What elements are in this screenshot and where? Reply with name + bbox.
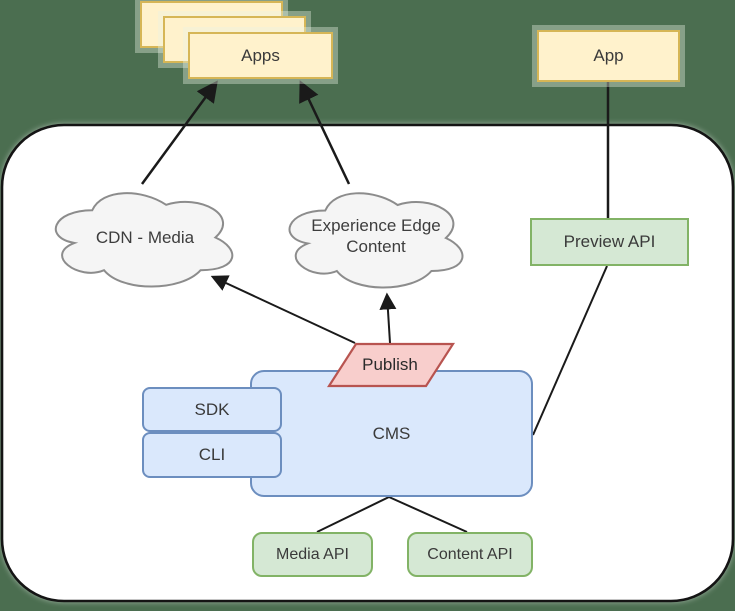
connector-edge-to-apps [299, 80, 351, 185]
media-api-label: Media API [276, 545, 349, 563]
sdk-node[interactable]: SDK [142, 387, 282, 432]
publish-shape-layer [326, 342, 456, 388]
cdn-cloud-label: CDN - Media [95, 228, 195, 248]
apps-node[interactable]: Apps [188, 32, 333, 79]
content-api-node[interactable]: Content API [407, 532, 533, 577]
app-node[interactable]: App [537, 30, 680, 82]
edge-cloud-label: Experience Edge Content [311, 215, 441, 256]
content-api-label: Content API [427, 545, 513, 563]
cms-node[interactable]: CMS [250, 370, 533, 497]
cdn-media-cloud[interactable] [56, 193, 233, 286]
cms-label: CMS [372, 423, 411, 443]
experience-edge-cloud[interactable] [290, 193, 463, 287]
connector-cms-to-preview [532, 265, 608, 436]
apps-label: Apps [241, 45, 280, 65]
connector-publish-to-edge [379, 292, 397, 344]
connector-cms-to-media-api [316, 496, 390, 533]
preview-api-label: Preview API [563, 232, 656, 251]
media-api-node[interactable]: Media API [252, 532, 373, 577]
connector-publish-to-cdn [210, 275, 356, 344]
connector-cms-to-content-api [388, 496, 468, 533]
connector-cdn-to-apps [140, 80, 218, 185]
sdk-label: SDK [194, 399, 230, 419]
publish-label: Publish [362, 355, 418, 374]
app-label: App [593, 46, 624, 65]
cli-node[interactable]: CLI [142, 432, 282, 478]
preview-api-node[interactable]: Preview API [530, 218, 689, 266]
publish-node[interactable] [326, 342, 456, 388]
cli-label: CLI [198, 445, 226, 464]
